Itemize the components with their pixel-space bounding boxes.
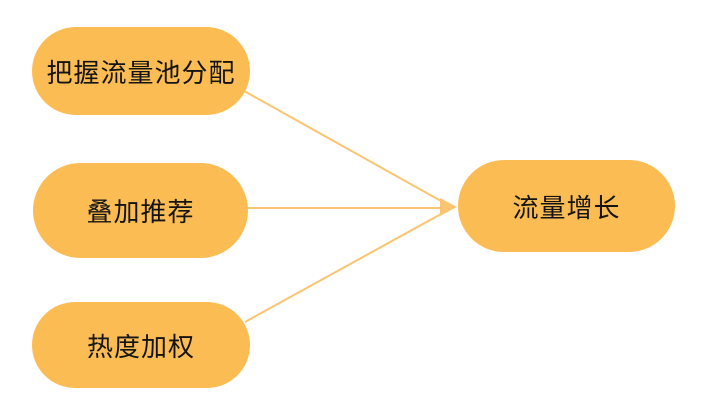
node-label: 流量增长 <box>512 192 621 223</box>
node-label: 热度加权 <box>86 331 195 362</box>
connector-grasp-traffic-pool-to-traffic-growth <box>236 86 442 202</box>
node-label: 把握流量池分配 <box>46 57 236 88</box>
node-heat-weighting[interactable]: 热度加权 <box>32 302 250 388</box>
node-traffic-growth[interactable]: 流量增长 <box>458 160 675 252</box>
node-stacked-recommendation[interactable]: 叠加推荐 <box>33 163 248 258</box>
node-grasp-traffic-pool[interactable]: 把握流量池分配 <box>32 27 250 115</box>
arrowhead-icon <box>440 198 457 216</box>
node-label: 叠加推荐 <box>86 197 195 227</box>
connector-heat-weighting-to-traffic-growth <box>244 213 442 323</box>
